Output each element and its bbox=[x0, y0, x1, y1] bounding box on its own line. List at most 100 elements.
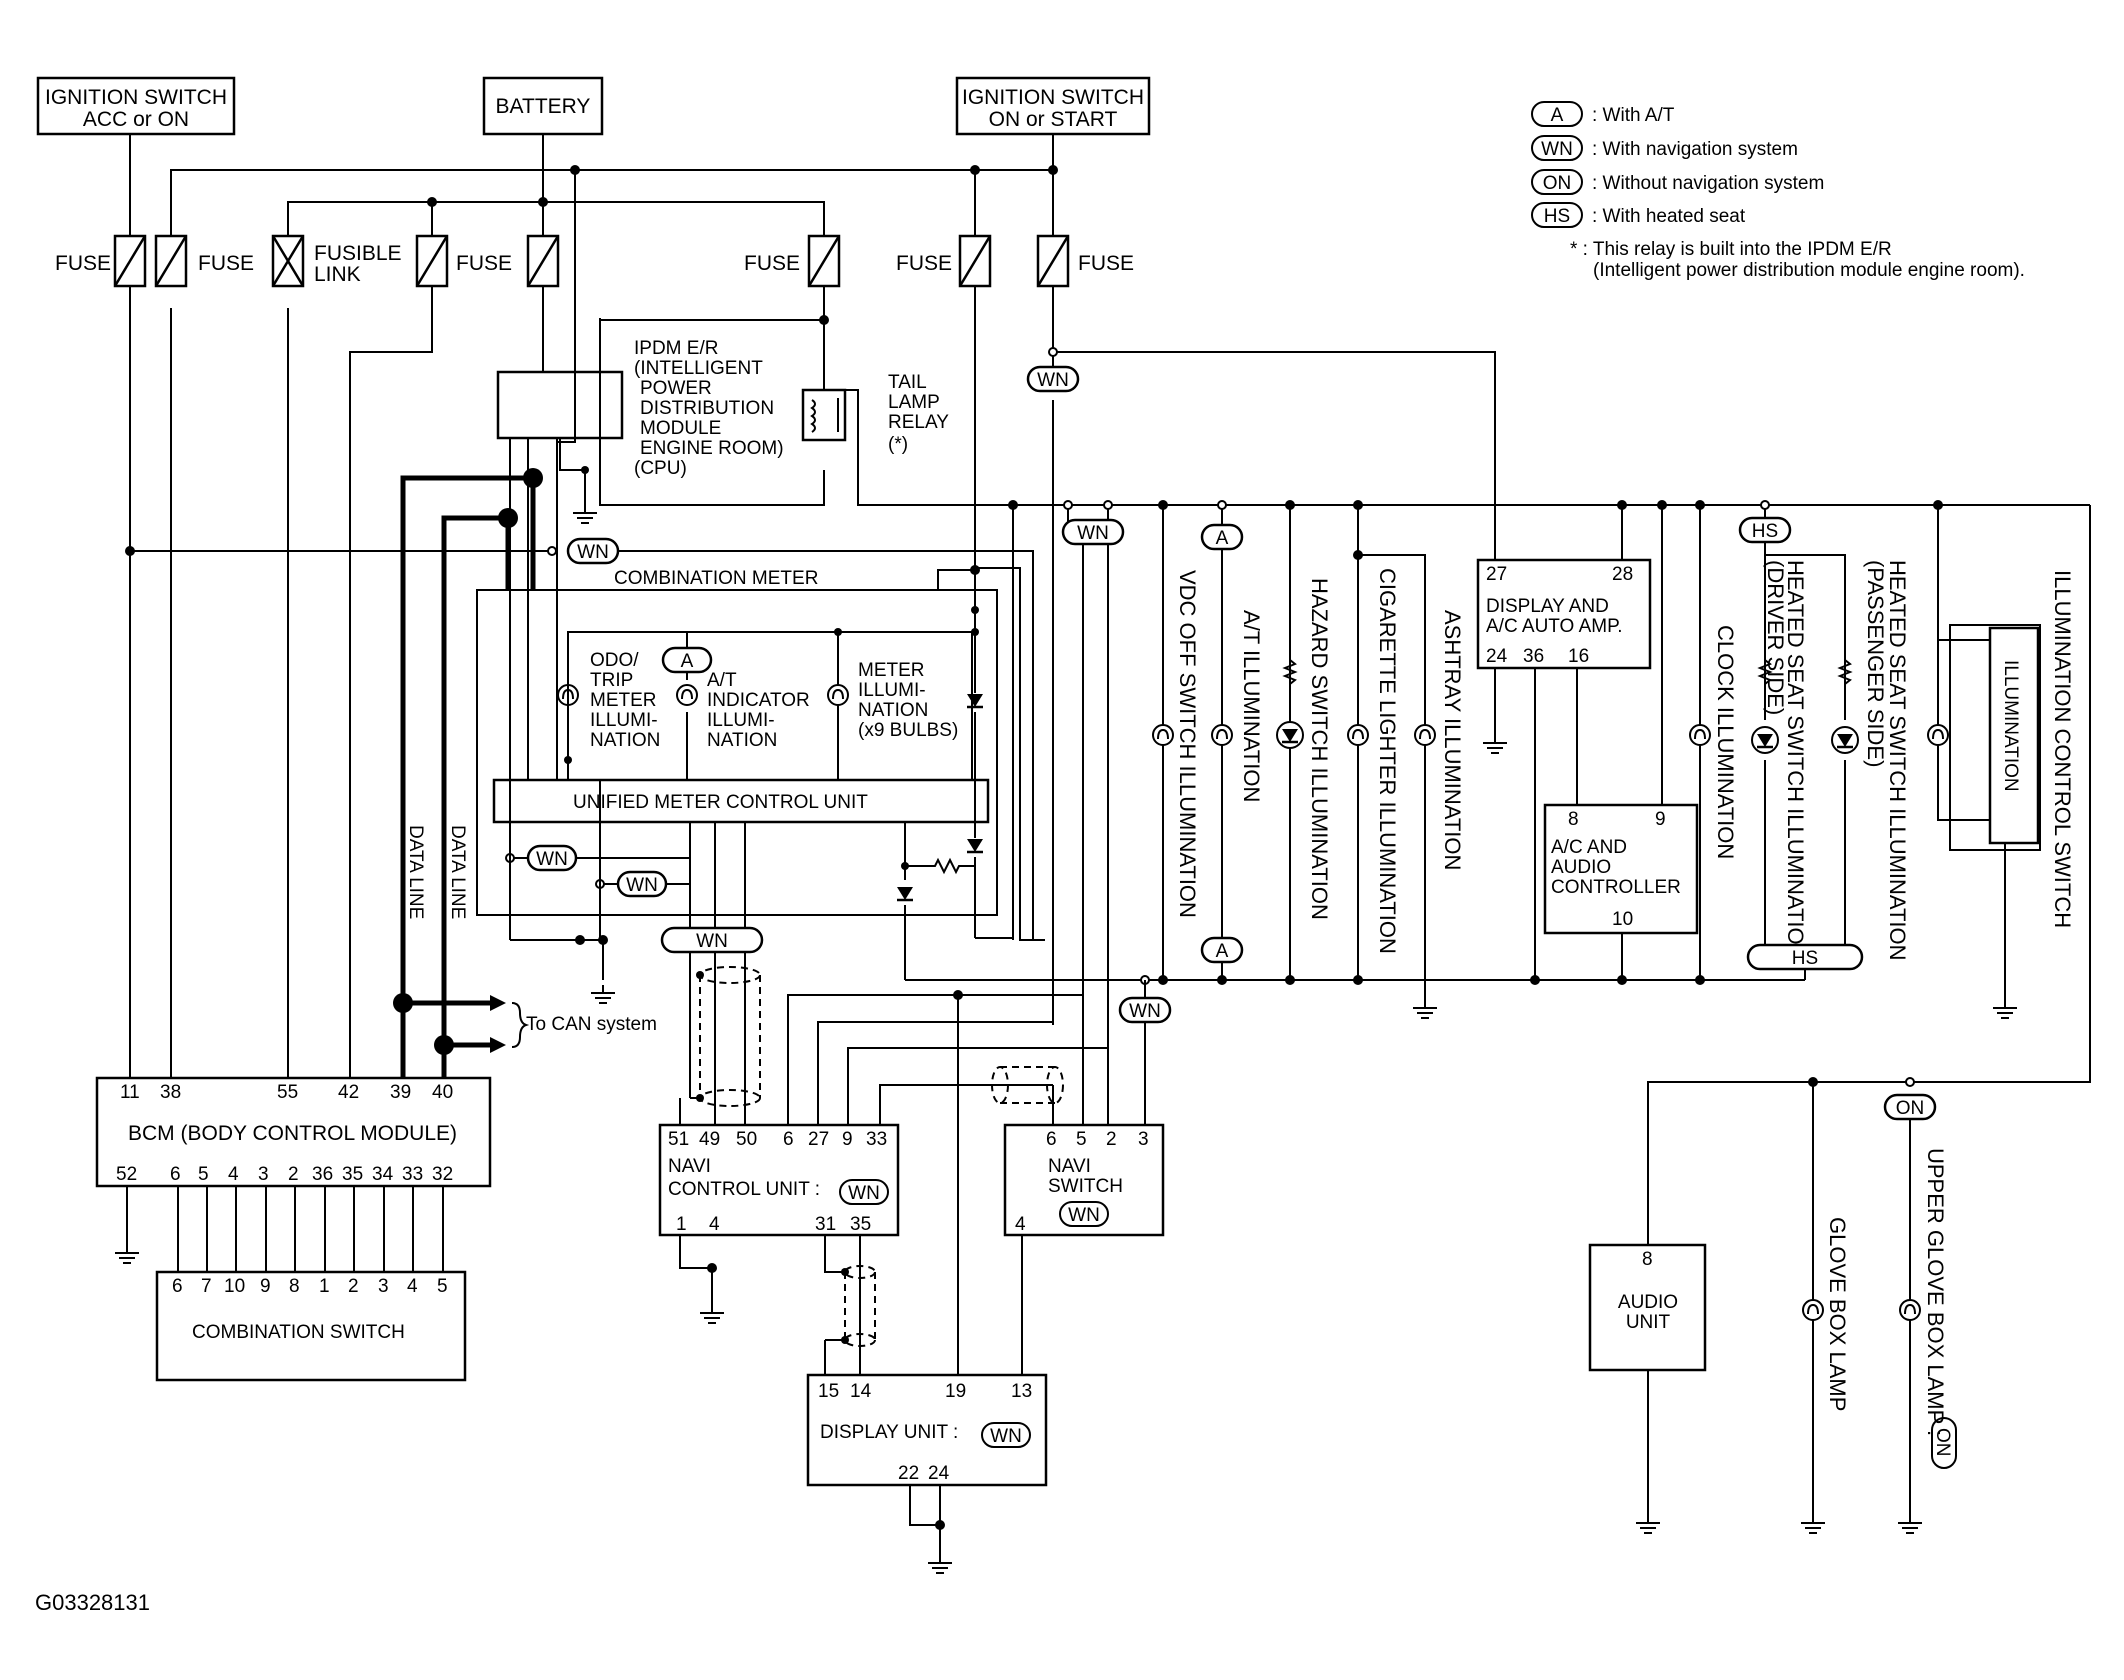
svg-text:: With navigation system: : With navigation system bbox=[1592, 139, 1798, 160]
svg-text:49: 49 bbox=[699, 1129, 720, 1150]
svg-text:(CPU): (CPU) bbox=[634, 458, 687, 479]
svg-text:11: 11 bbox=[120, 1082, 140, 1103]
svg-text:13: 13 bbox=[1011, 1381, 1032, 1402]
svg-text:9: 9 bbox=[260, 1276, 271, 1297]
svg-text:WN: WN bbox=[990, 1426, 1022, 1447]
svg-text:NAVI: NAVI bbox=[668, 1156, 711, 1177]
navi-switch: 6 5 2 3 NAVI SWITCH WN 4 bbox=[1003, 1123, 1165, 1237]
svg-text:FUSE: FUSE bbox=[55, 252, 111, 275]
svg-text:ACC or ON: ACC or ON bbox=[83, 108, 189, 131]
svg-text:HS: HS bbox=[1752, 521, 1778, 542]
svg-text:WN: WN bbox=[1037, 370, 1069, 391]
svg-text:IGNITION SWITCH: IGNITION SWITCH bbox=[45, 86, 227, 109]
svg-text:36: 36 bbox=[1523, 646, 1544, 667]
wn-tag-bus: WN bbox=[1061, 518, 1125, 1125]
svg-text:DISPLAY AND: DISPLAY AND bbox=[1486, 596, 1609, 617]
svg-text:DISPLAY UNIT :: DISPLAY UNIT : bbox=[820, 1422, 958, 1443]
wn-tag-meter-2: WN bbox=[616, 870, 668, 898]
svg-text:35: 35 bbox=[342, 1164, 363, 1185]
svg-text:40: 40 bbox=[432, 1082, 453, 1103]
svg-text:(Intelligent power distributio: (Intelligent power distribution module e… bbox=[1593, 260, 2025, 281]
label-glove: GLOVE BOX LAMP bbox=[1825, 1217, 1850, 1411]
svg-text:8: 8 bbox=[1568, 809, 1579, 830]
svg-text:POWER: POWER bbox=[640, 378, 712, 399]
svg-text:5: 5 bbox=[437, 1276, 448, 1297]
a-tag-bottom: A bbox=[1200, 936, 1244, 964]
svg-text:42: 42 bbox=[338, 1082, 359, 1103]
svg-text:WN: WN bbox=[536, 849, 568, 870]
wn-tag-meter-top: WN bbox=[566, 537, 620, 565]
fuse-tail: FUSE bbox=[744, 234, 841, 288]
svg-text:HS: HS bbox=[1792, 948, 1818, 969]
svg-text:8: 8 bbox=[289, 1276, 300, 1297]
hs-tag-bottom: HS bbox=[1746, 943, 1864, 971]
svg-text:FUSE: FUSE bbox=[744, 252, 800, 275]
svg-text:: With A/T: : With A/T bbox=[1592, 105, 1675, 126]
svg-text:UNIFIED METER CONTROL UNIT: UNIFIED METER CONTROL UNIT bbox=[573, 792, 868, 813]
svg-text:DATA LINE: DATA LINE bbox=[405, 825, 426, 919]
svg-text:FUSE: FUSE bbox=[198, 252, 254, 275]
svg-text:(*): (*) bbox=[888, 434, 908, 455]
a-tag-top: A bbox=[1200, 523, 1244, 551]
svg-text:WN: WN bbox=[577, 542, 609, 563]
svg-text:(x9 BULBS): (x9 BULBS) bbox=[858, 720, 958, 741]
svg-text:ON: ON bbox=[1543, 173, 1572, 194]
svg-text:WN: WN bbox=[1077, 523, 1109, 544]
svg-text:55: 55 bbox=[277, 1082, 298, 1103]
fuse-ign-1: FUSE bbox=[896, 234, 992, 288]
svg-text:9: 9 bbox=[1655, 809, 1666, 830]
svg-text:ODO/: ODO/ bbox=[590, 650, 639, 671]
svg-text:19: 19 bbox=[945, 1381, 966, 1402]
navi-shield-1 bbox=[699, 966, 761, 1107]
combination-switch: 6 7 10 9 8 1 2 3 4 5 COMBINATION SWITCH bbox=[155, 1270, 467, 1382]
svg-text:51: 51 bbox=[668, 1129, 689, 1150]
fusible-link: FUSIBLE LINK bbox=[271, 234, 402, 288]
bcm-module: 11 38 55 42 39 40 BCM (BODY CONTROL MODU… bbox=[95, 1076, 492, 1188]
svg-text:27: 27 bbox=[808, 1129, 829, 1150]
svg-text:: Without navigation system: : Without navigation system bbox=[1592, 173, 1824, 194]
svg-text:32: 32 bbox=[432, 1164, 453, 1185]
svg-text:BCM (BODY CONTROL MODULE): BCM (BODY CONTROL MODULE) bbox=[128, 1122, 457, 1145]
svg-text:DISTRIBUTION: DISTRIBUTION bbox=[640, 398, 774, 419]
svg-text:6: 6 bbox=[1046, 1129, 1057, 1150]
svg-text:WN: WN bbox=[696, 931, 728, 952]
svg-text:ON: ON bbox=[1896, 1098, 1925, 1119]
svg-text:A/C AUTO AMP.: A/C AUTO AMP. bbox=[1486, 616, 1623, 637]
svg-text:WN: WN bbox=[1129, 1001, 1161, 1022]
svg-text:METER: METER bbox=[590, 690, 657, 711]
svg-text:28: 28 bbox=[1612, 564, 1633, 585]
svg-text:33: 33 bbox=[402, 1164, 423, 1185]
fuse-ign-2: FUSE bbox=[1036, 234, 1134, 288]
svg-text:5: 5 bbox=[1076, 1129, 1087, 1150]
svg-text:15: 15 bbox=[818, 1381, 839, 1402]
svg-text:14: 14 bbox=[850, 1381, 872, 1402]
display-unit: 15 14 19 13 DISPLAY UNIT : WN 22 24 bbox=[806, 1373, 1048, 1487]
on-tag-vertical: ON bbox=[1931, 1417, 1957, 1469]
navi-shield-2 bbox=[991, 1066, 1064, 1104]
illumination-control-switch: ILLUMINATION bbox=[1927, 624, 2041, 1019]
svg-text:5: 5 bbox=[198, 1164, 209, 1185]
svg-text:50: 50 bbox=[736, 1129, 757, 1150]
svg-text:3: 3 bbox=[1138, 1129, 1149, 1150]
hs-tag-top: HS bbox=[1738, 516, 1792, 544]
svg-text:COMBINATION METER: COMBINATION METER bbox=[614, 568, 818, 589]
label-clock: CLOCK ILLUMINATION bbox=[1713, 625, 1738, 859]
svg-text:4: 4 bbox=[1015, 1214, 1026, 1235]
svg-text:RELAY: RELAY bbox=[888, 412, 949, 433]
svg-text:16: 16 bbox=[1568, 646, 1589, 667]
svg-text:ENGINE ROOM): ENGINE ROOM) bbox=[640, 438, 784, 459]
svg-text:FUSE: FUSE bbox=[896, 252, 952, 275]
svg-text:SWITCH: SWITCH bbox=[1048, 1176, 1123, 1197]
svg-text:10: 10 bbox=[1612, 909, 1633, 930]
svg-text:A: A bbox=[1551, 105, 1564, 126]
svg-text:4: 4 bbox=[709, 1214, 720, 1235]
svg-text:1: 1 bbox=[319, 1276, 330, 1297]
svg-text:24: 24 bbox=[928, 1463, 950, 1484]
svg-text:ILLUMI-: ILLUMI- bbox=[590, 710, 658, 731]
svg-text:UNIT: UNIT bbox=[1626, 1312, 1671, 1333]
svg-text:A: A bbox=[681, 651, 694, 672]
label-hsp-2: (PASSENGER SIDE) bbox=[1863, 560, 1888, 767]
legend: A : With A/T WN : With navigation system… bbox=[1531, 101, 2025, 281]
ignition-switch-acc-box: IGNITION SWITCH ACC or ON bbox=[36, 76, 236, 136]
